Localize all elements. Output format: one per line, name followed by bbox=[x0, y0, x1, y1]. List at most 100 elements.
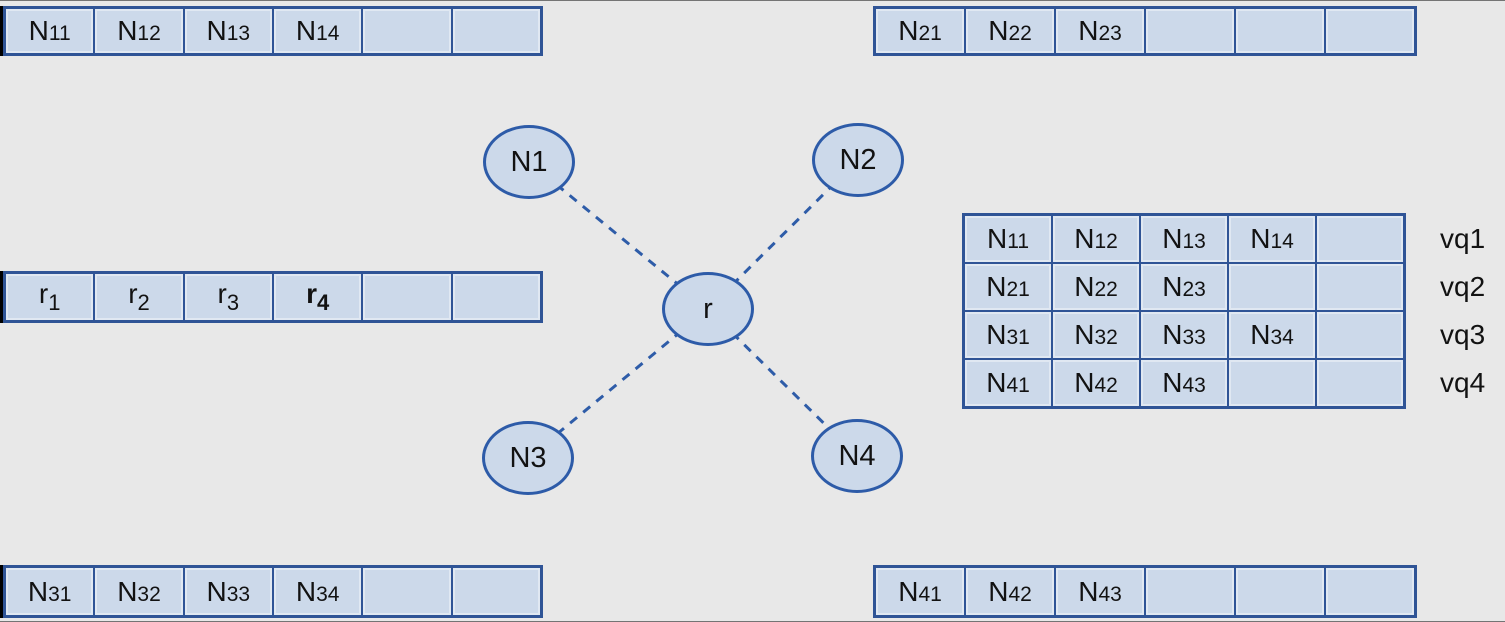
cell-label: N13 bbox=[1162, 223, 1206, 254]
array-cell: N11 bbox=[6, 9, 94, 53]
cell-label: N33 bbox=[206, 575, 251, 607]
cell-label: N43 bbox=[1078, 575, 1122, 607]
array-cell: N42 bbox=[964, 568, 1054, 615]
cell-label: N34 bbox=[1250, 319, 1294, 350]
array-mid-left: r1 r2 r3 r4 bbox=[3, 271, 543, 323]
cell-label: r3 bbox=[217, 278, 240, 315]
array-top-right: N21 N22 N23 bbox=[873, 6, 1417, 56]
cell-label: N21 bbox=[986, 271, 1030, 302]
table-cell: N41 bbox=[965, 360, 1051, 406]
array-cell-empty bbox=[1234, 568, 1324, 615]
array-cell: r2 bbox=[93, 274, 183, 320]
cell-label: N41 bbox=[986, 367, 1030, 398]
cell-label: N23 bbox=[1078, 15, 1122, 46]
table-cell-empty bbox=[1315, 312, 1403, 358]
cell-label: N21 bbox=[898, 15, 942, 46]
table-cell: N43 bbox=[1139, 360, 1227, 406]
array-bottom-right: N41 N42 N43 bbox=[873, 565, 1417, 618]
node-n4-label: N4 bbox=[838, 439, 876, 472]
array-bottom-left: N31 N32 N33 N34 bbox=[3, 565, 543, 618]
cell-label: N32 bbox=[117, 575, 161, 607]
vector-table: N11 N12 N13 N14 N21 N22 N23 N31 N32 N33 … bbox=[962, 213, 1406, 409]
root-node: r bbox=[662, 272, 754, 346]
cell-label: N41 bbox=[898, 575, 942, 607]
table-cell-empty bbox=[1315, 264, 1403, 310]
row-label-vq1: vq1 bbox=[1440, 223, 1486, 254]
cell-label: r2 bbox=[128, 278, 150, 315]
table-cell: N42 bbox=[1051, 360, 1139, 406]
table-row: N21 N22 N23 bbox=[965, 262, 1403, 310]
array-cell: N22 bbox=[964, 9, 1054, 53]
cell-label: N32 bbox=[1074, 319, 1118, 350]
cell-label: N31 bbox=[986, 319, 1030, 350]
array-cell-empty bbox=[1324, 9, 1414, 53]
table-cell-empty bbox=[1315, 216, 1403, 262]
root-node-label: r bbox=[703, 292, 713, 325]
table-cell-empty bbox=[1227, 360, 1315, 406]
cell-label: r1 bbox=[38, 278, 61, 315]
array-cell-empty bbox=[361, 274, 451, 320]
node-n2-label: N2 bbox=[839, 143, 877, 176]
table-cell: N21 bbox=[965, 264, 1051, 310]
array-cell: N21 bbox=[876, 9, 964, 53]
table-cell: N33 bbox=[1139, 312, 1227, 358]
array-cell: N41 bbox=[876, 568, 964, 615]
cell-label: N11 bbox=[986, 223, 1030, 254]
array-cell: N43 bbox=[1054, 568, 1144, 615]
table-cell: N34 bbox=[1227, 312, 1315, 358]
table-row: N41 N42 N43 bbox=[965, 358, 1403, 406]
array-cell: N13 bbox=[182, 9, 272, 53]
array-cell-empty bbox=[361, 9, 451, 53]
table-row: N11 N12 N13 N14 bbox=[965, 216, 1403, 262]
cell-label: N13 bbox=[206, 15, 251, 46]
table-cell: N14 bbox=[1227, 216, 1315, 262]
array-cell-empty bbox=[1144, 568, 1234, 615]
array-cell: r1 bbox=[6, 274, 94, 320]
cell-label: N12 bbox=[117, 15, 161, 46]
array-cell: N32 bbox=[93, 568, 183, 615]
array-cell-empty bbox=[450, 274, 540, 320]
table-cell: N32 bbox=[1051, 312, 1139, 358]
array-cell-empty bbox=[1144, 9, 1234, 53]
cell-label: N43 bbox=[1162, 367, 1206, 398]
array-cell: N33 bbox=[182, 568, 272, 615]
cell-label: N14 bbox=[1250, 223, 1294, 254]
table-row: N31 N32 N33 N34 bbox=[965, 310, 1403, 358]
cell-label: N23 bbox=[1162, 271, 1206, 302]
table-cell-empty bbox=[1227, 264, 1315, 310]
cell-label: N12 bbox=[1074, 223, 1118, 254]
cell-label: N22 bbox=[1074, 271, 1118, 302]
cell-label: N34 bbox=[295, 575, 340, 607]
array-cell-empty bbox=[450, 568, 540, 615]
array-cell: N12 bbox=[93, 9, 183, 53]
array-cell: r4 bbox=[271, 274, 362, 320]
array-cell: N31 bbox=[6, 568, 94, 615]
cell-label: N14 bbox=[295, 15, 340, 46]
table-cell: N31 bbox=[965, 312, 1051, 358]
array-top-left: N11 N12 N13 N14 bbox=[3, 6, 543, 56]
cell-label: N42 bbox=[988, 575, 1032, 607]
node-n4: N4 bbox=[811, 419, 903, 493]
node-n3-label: N3 bbox=[509, 441, 547, 474]
array-cell: N14 bbox=[271, 9, 362, 53]
cell-label: N22 bbox=[988, 15, 1032, 46]
array-cell-empty bbox=[1324, 568, 1414, 615]
cell-label: r4 bbox=[306, 278, 330, 315]
table-cell-empty bbox=[1315, 360, 1403, 406]
array-cell: N23 bbox=[1054, 9, 1144, 53]
node-n1: N1 bbox=[483, 125, 575, 199]
row-label-vq4: vq4 bbox=[1440, 367, 1486, 398]
cell-label: N11 bbox=[28, 15, 71, 46]
array-cell: r3 bbox=[182, 274, 272, 320]
row-label-vq3: vq3 bbox=[1440, 319, 1486, 350]
table-cell: N23 bbox=[1139, 264, 1227, 310]
table-cell: N13 bbox=[1139, 216, 1227, 262]
row-label-vq2: vq2 bbox=[1440, 271, 1486, 302]
array-cell: N34 bbox=[271, 568, 362, 615]
cell-label: N42 bbox=[1074, 367, 1118, 398]
table-cell: N22 bbox=[1051, 264, 1139, 310]
node-n1-label: N1 bbox=[510, 145, 548, 178]
table-cell: N12 bbox=[1051, 216, 1139, 262]
node-n2: N2 bbox=[812, 123, 904, 197]
